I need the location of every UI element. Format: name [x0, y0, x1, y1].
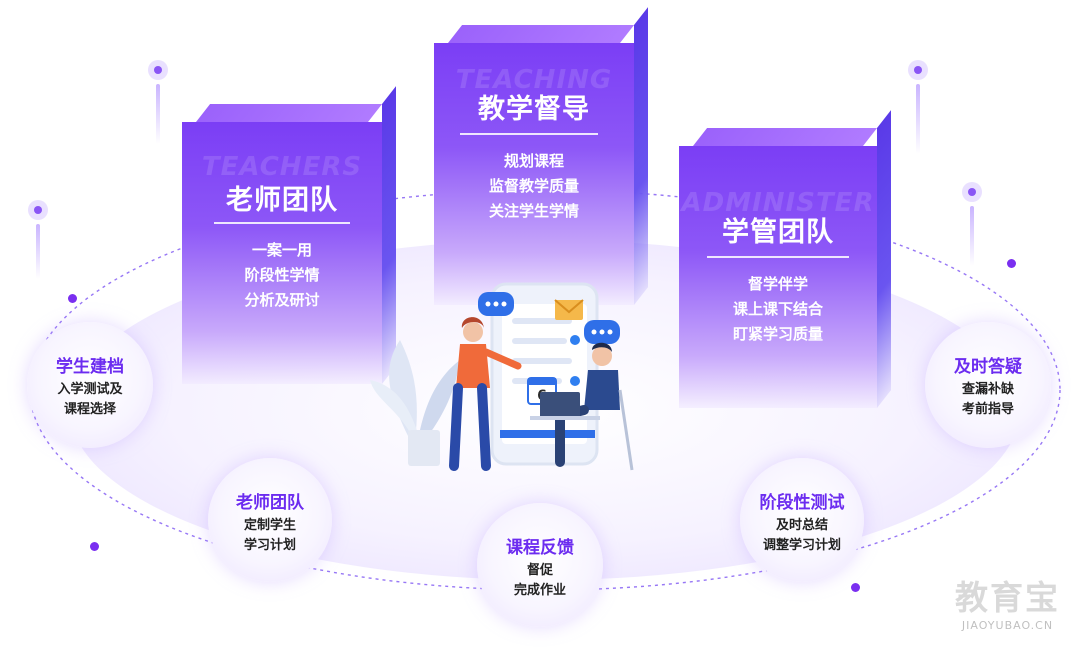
watermark-brand: 教育宝	[955, 578, 1060, 617]
bubble-line: 课程选择	[63, 402, 116, 417]
bubble-lines: 督促 完成作业	[477, 561, 603, 601]
card-teachers: TEACHERS 老师团队 一案一用 阶段性学情 分析及研讨	[182, 86, 396, 385]
bubble-title: 阶段性测试	[759, 493, 845, 513]
card-title: 教学督导	[478, 94, 590, 125]
bubble-timely-qa: 及时答疑 查漏补缺 考前指导	[925, 322, 1051, 448]
bubble-title: 及时答疑	[954, 357, 1022, 377]
bubble-title: 老师团队	[236, 493, 304, 513]
card-divider	[214, 222, 350, 224]
card-title: 老师团队	[226, 185, 338, 216]
bubble-line: 学习计划	[243, 538, 296, 553]
bubble-lines: 查漏补缺 考前指导	[925, 380, 1051, 420]
office-illustration: 6	[370, 282, 634, 471]
card-line: 盯紧学习质量	[732, 325, 823, 343]
bubble-line: 调整学习计划	[762, 538, 841, 553]
card-lines: 督学伴学 课上课下结合 盯紧学习质量	[679, 272, 877, 347]
card-line: 阶段性学情	[244, 266, 320, 284]
card-line: 关注学生学情	[488, 202, 579, 220]
orbit-dot	[68, 294, 77, 303]
orbit-dot	[90, 542, 99, 551]
orbit-dot	[1007, 259, 1016, 268]
card-divider	[707, 256, 849, 258]
card-line: 规划课程	[503, 152, 564, 170]
card-line: 一案一用	[251, 241, 312, 259]
bubble-line: 定制学生	[243, 518, 296, 533]
bubble-stage-test: 阶段性测试 及时总结 调整学习计划	[740, 458, 864, 582]
plant-icon	[370, 340, 460, 466]
card-ghost-text: TEACHERS	[201, 152, 363, 182]
mail-icon	[554, 299, 584, 320]
card-ghost-text: TEACHING	[455, 65, 613, 95]
card-line: 课上课下结合	[732, 300, 823, 318]
chat-bubble-icon	[584, 320, 620, 344]
card-ghost-text: ADMINISTER	[681, 188, 875, 218]
bubble-line: 完成作业	[513, 583, 566, 598]
card-administer: ADMINISTER 学管团队 督学伴学 课上课下结合 盯紧学习质量	[679, 110, 891, 409]
card-lines: 规划课程 监督教学质量 关注学生学情	[434, 149, 634, 224]
man-figure	[530, 342, 634, 471]
bubble-lines: 及时总结 调整学习计划	[740, 516, 864, 556]
card-title: 学管团队	[722, 217, 834, 248]
bubble-line: 考前指导	[961, 402, 1014, 417]
bubble-course-feedback: 课程反馈 督促 完成作业	[477, 503, 603, 627]
bubble-title: 学生建档	[56, 357, 124, 377]
watermark-domain: JIAOYUBAO.CN	[961, 619, 1054, 632]
bubble-line: 查漏补缺	[961, 382, 1014, 397]
bubble-lines: 定制学生 学习计划	[208, 516, 332, 556]
card-line: 分析及研讨	[244, 291, 320, 309]
card-line: 督学伴学	[747, 275, 808, 293]
bubble-title: 课程反馈	[506, 538, 574, 558]
card-line: 监督教学质量	[488, 177, 579, 195]
orbit-dot	[851, 583, 860, 592]
bubble-line: 及时总结	[775, 518, 828, 533]
bubble-line: 入学测试及	[57, 382, 123, 397]
bubble-student-archive: 学生建档 入学测试及 课程选择	[27, 322, 153, 448]
bubble-teacher-team: 老师团队 定制学生 学习计划	[208, 458, 332, 582]
card-teaching: TEACHING 教学督导 规划课程 监督教学质量 关注学生学情	[434, 7, 648, 306]
woman-figure	[449, 317, 522, 471]
card-divider	[460, 133, 598, 135]
bubble-line: 督促	[526, 563, 553, 578]
chat-bubble-icon	[478, 292, 514, 316]
watermark-logo: 教育宝 JIAOYUBAO.CN	[955, 571, 1060, 632]
bubble-lines: 入学测试及 课程选择	[27, 380, 153, 420]
card-lines: 一案一用 阶段性学情 分析及研讨	[182, 238, 382, 313]
